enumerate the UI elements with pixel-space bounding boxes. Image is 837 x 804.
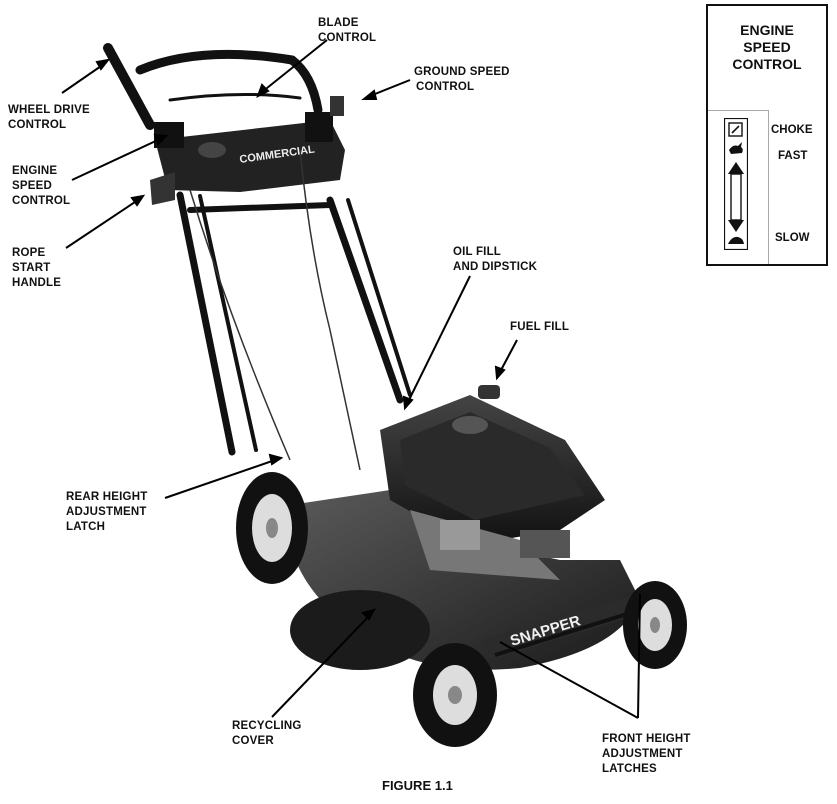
callout-line: COVER — [232, 735, 274, 747]
callout-line: ROPE — [12, 247, 46, 259]
inset-title-line: SPEED — [743, 39, 791, 55]
inset-divider — [708, 110, 768, 111]
inset-title: ENGINE SPEED CONTROL — [708, 22, 826, 73]
callout-line: RECYCLING — [232, 720, 302, 732]
callout-line: AND DIPSTICK — [453, 261, 538, 273]
callout-engine-speed-control: ENGINE SPEED CONTROL — [12, 164, 70, 209]
callout-rear-height: REAR HEIGHT ADJUSTMENT LATCH — [66, 490, 147, 535]
fast-label: FAST — [778, 150, 808, 162]
callout-oil-fill: OIL FILL AND DIPSTICK — [453, 245, 537, 275]
handle — [103, 43, 412, 456]
callout-line: LATCHES — [602, 763, 657, 775]
rabbit-icon — [729, 142, 743, 154]
callout-line: FUEL FILL — [510, 321, 570, 333]
callout-line: ADJUSTMENT — [66, 506, 147, 518]
fuel-cap — [478, 385, 500, 399]
double-arrow-icon — [728, 162, 744, 232]
callout-line: CONTROL — [8, 119, 67, 131]
callout-line: LATCH — [66, 521, 106, 533]
engine — [380, 385, 605, 580]
front-wheel-right — [623, 581, 687, 669]
cables — [189, 149, 361, 471]
callout-line: FRONT HEIGHT — [602, 733, 691, 745]
mower-deck: SNAPPER — [288, 490, 660, 670]
callout-line: CONTROL — [318, 32, 377, 44]
callout-line: GROUND SPEED — [414, 66, 510, 78]
turtle-icon — [728, 236, 744, 244]
callout-line: REAR HEIGHT — [66, 491, 148, 503]
figure-caption: FIGURE 1.1 — [382, 778, 453, 793]
callout-line: CONTROL — [416, 81, 475, 93]
recycling-cover-shape — [290, 590, 430, 670]
slow-label: SLOW — [775, 232, 810, 244]
callout-line: OIL FILL — [453, 246, 502, 258]
control-panel: COMMERCIAL — [150, 96, 345, 205]
leader-lines — [61, 39, 641, 719]
callout-wheel-drive-control: WHEEL DRIVE CONTROL — [8, 103, 90, 133]
callout-line: ENGINE — [12, 165, 58, 177]
callout-line: HANDLE — [12, 277, 62, 289]
callout-line: ADJUSTMENT — [602, 748, 683, 760]
inset-vertical-divider — [768, 110, 769, 264]
inset-title-line: CONTROL — [732, 56, 802, 72]
speed-control-strip — [724, 118, 748, 250]
callout-ground-speed-control: GROUND SPEED CONTROL — [414, 65, 510, 95]
engine-speed-inset: ENGINE SPEED CONTROL CHOKE — [706, 4, 828, 266]
engine-cap — [452, 416, 488, 434]
cup-holder — [198, 142, 226, 158]
rear-wheel-left — [236, 472, 308, 584]
front-wheel-left — [413, 643, 497, 747]
choke-label: CHOKE — [771, 124, 813, 136]
callout-line: CONTROL — [12, 195, 71, 207]
callout-rope-start-handle: ROPE START HANDLE — [12, 246, 61, 291]
callout-line: SPEED — [12, 180, 52, 192]
inset-title-line: ENGINE — [740, 22, 794, 38]
callout-blade-control: BLADE CONTROL — [318, 16, 376, 46]
callout-line: BLADE — [318, 17, 359, 29]
choke-icon — [728, 122, 743, 137]
callout-line: START — [12, 262, 51, 274]
callout-recycling-cover: RECYCLING COVER — [232, 719, 302, 749]
callout-line: WHEEL DRIVE — [8, 104, 90, 116]
callout-front-height: FRONT HEIGHT ADJUSTMENT LATCHES — [602, 732, 691, 777]
callout-fuel-fill: FUEL FILL — [510, 320, 569, 335]
